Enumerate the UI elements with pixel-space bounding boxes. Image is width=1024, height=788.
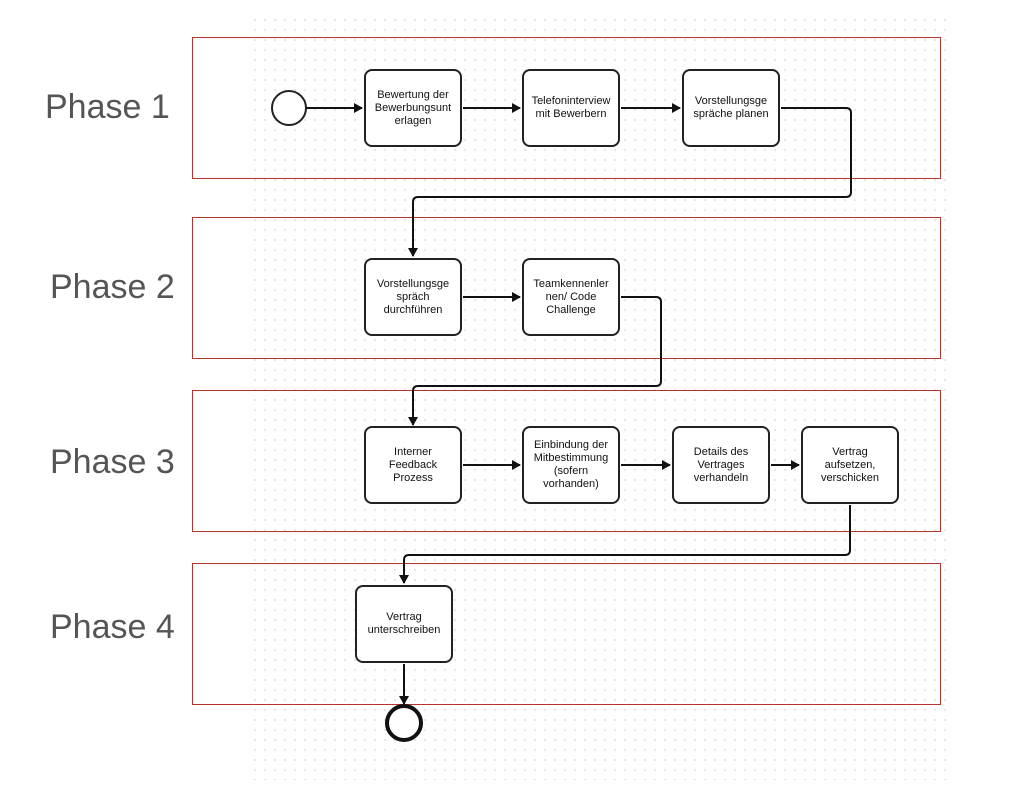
task-label: Vertrag aufsetzen, verschicken xyxy=(820,445,880,484)
task-teamkennenlernen-code-challenge[interactable]: Teamkennenler nen/ Code Challenge xyxy=(522,258,620,336)
task-details-vertrag-verhandeln[interactable]: Details des Vertrages verhandeln xyxy=(672,426,770,504)
phase-4-lane xyxy=(192,563,941,705)
phase-3-lane xyxy=(192,390,941,532)
task-label: Teamkennenler nen/ Code Challenge xyxy=(533,277,609,316)
task-label: Details des Vertrages verhandeln xyxy=(693,445,749,484)
task-label: Einbindung der Mitbestimmung (sofern vor… xyxy=(533,439,609,490)
task-label: Vertrag unterschreiben xyxy=(367,611,441,636)
phase-2-label: Phase 2 xyxy=(50,268,175,306)
task-label: Interner Feedback Prozess xyxy=(388,445,438,484)
phase-1-label: Phase 1 xyxy=(45,88,170,126)
phase-3-label: Phase 3 xyxy=(50,443,175,481)
task-einbindung-mitbestimmung[interactable]: Einbindung der Mitbestimmung (sofern vor… xyxy=(522,426,620,504)
task-bewertung-bewerbungsunterlagen[interactable]: Bewertung der Bewerbungsunt erlagen xyxy=(364,69,462,147)
connector-t5-t6 xyxy=(408,296,662,426)
task-label: Telefoninterview mit Bewerbern xyxy=(531,95,611,120)
phase-1-lane xyxy=(192,37,941,179)
task-label: Vorstellungsge spräche planen xyxy=(693,95,769,120)
task-vorstellungsgespraeche-planen[interactable]: Vorstellungsge spräche planen xyxy=(682,69,780,147)
start-event-circle[interactable] xyxy=(271,90,307,126)
task-label: Bewertung der Bewerbungsunt erlagen xyxy=(374,88,452,127)
end-event-circle[interactable] xyxy=(385,704,423,742)
phase-4-label: Phase 4 xyxy=(50,608,175,646)
phase-2-lane xyxy=(192,217,941,359)
connector-t3-t4 xyxy=(408,107,852,257)
connector-t9-t10 xyxy=(399,505,851,584)
task-interner-feedback-prozess[interactable]: Interner Feedback Prozess xyxy=(364,426,462,504)
task-telefoninterview[interactable]: Telefoninterview mit Bewerbern xyxy=(522,69,620,147)
task-vorstellungsgespraech-durchfuehren[interactable]: Vorstellungsge spräch durchführen xyxy=(364,258,462,336)
task-label: Vorstellungsge spräch durchführen xyxy=(376,277,450,316)
task-vertrag-aufsetzen-verschicken[interactable]: Vertrag aufsetzen, verschicken xyxy=(801,426,899,504)
task-vertrag-unterschreiben[interactable]: Vertrag unterschreiben xyxy=(355,585,453,663)
